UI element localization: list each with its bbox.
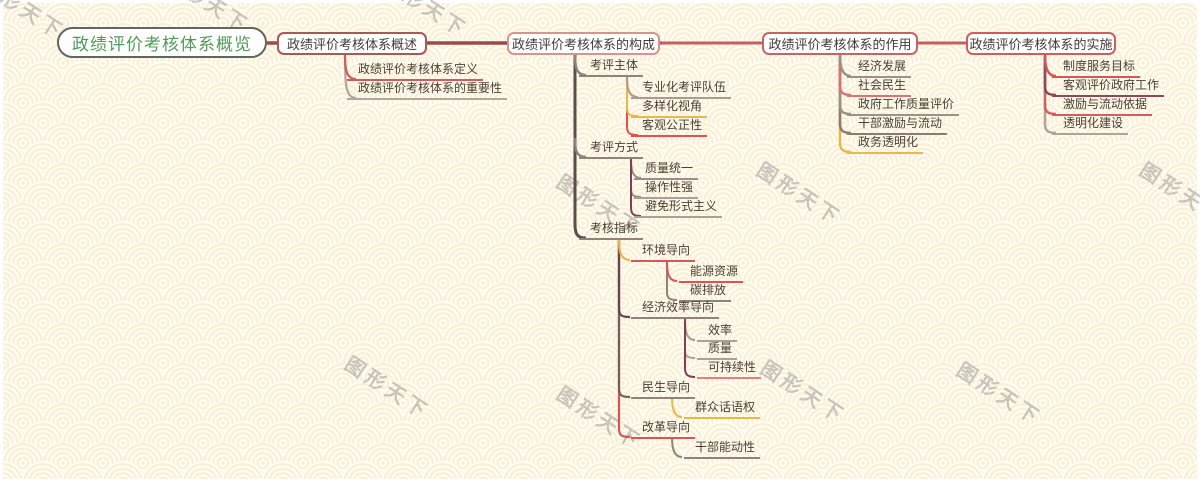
node-objective-evaluation[interactable]: 客观评价政府工作 (1052, 78, 1165, 97)
node-assessment-indicators[interactable]: 考核指标 (579, 221, 644, 240)
node-quality-unity[interactable]: 质量统一 (634, 161, 699, 180)
node-reform-orientation[interactable]: 改革导向 (631, 420, 696, 439)
node-branch-overview[interactable]: 政绩评价考核体系概述 (277, 32, 427, 55)
node-energy-resources[interactable]: 能源资源 (679, 264, 744, 283)
node-definition[interactable]: 政绩评价考核体系定义 (347, 62, 484, 81)
node-transparency-construction[interactable]: 透明化建设 (1052, 116, 1129, 135)
node-public-voice[interactable]: 群众话语权 (684, 400, 761, 419)
node-carbon-emission[interactable]: 碳排放 (679, 283, 732, 302)
node-avoid-formalism[interactable]: 避免形式主义 (634, 199, 723, 218)
node-efficiency[interactable]: 效率 (697, 323, 738, 342)
node-branch-composition[interactable]: 政绩评价考核体系的构成 (507, 32, 660, 55)
node-environment-orientation[interactable]: 环境导向 (631, 243, 696, 262)
node-incentive-mobility-basis[interactable]: 激励与流动依据 (1052, 97, 1153, 116)
node-government-transparency[interactable]: 政务透明化 (847, 135, 924, 154)
node-diverse-perspective[interactable]: 多样化视角 (631, 99, 708, 118)
node-government-work-quality[interactable]: 政府工作质量评价 (847, 97, 960, 116)
node-professional-team[interactable]: 专业化考评队伍 (631, 80, 732, 99)
node-quality[interactable]: 质量 (697, 341, 738, 360)
node-cadre-initiative[interactable]: 干部能动性 (684, 440, 761, 459)
node-economic-development[interactable]: 经济发展 (847, 59, 912, 78)
node-branch-implementation[interactable]: 政绩评价考核体系的实施 (966, 32, 1116, 55)
node-importance[interactable]: 政绩评价考核体系的重要性 (347, 81, 508, 100)
node-operability[interactable]: 操作性强 (634, 180, 699, 199)
node-evaluation-method[interactable]: 考评方式 (579, 140, 644, 159)
node-root[interactable]: 政绩评价考核体系概览 (57, 27, 267, 58)
node-sustainability[interactable]: 可持续性 (697, 360, 762, 379)
background-pattern (3, 3, 1197, 479)
node-institutional-goal[interactable]: 制度服务目标 (1052, 59, 1141, 78)
node-objectivity[interactable]: 客观公正性 (631, 118, 708, 137)
node-evaluation-subject[interactable]: 考评主体 (579, 58, 644, 77)
node-livelihood-orientation[interactable]: 民生导向 (631, 380, 696, 399)
node-social-livelihood[interactable]: 社会民生 (847, 78, 912, 97)
node-cadre-incentive-mobility[interactable]: 干部激励与流动 (847, 116, 948, 135)
node-branch-function[interactable]: 政绩评价考核体系的作用 (762, 32, 918, 55)
node-economic-efficiency-orientation[interactable]: 经济效率导向 (631, 300, 720, 319)
